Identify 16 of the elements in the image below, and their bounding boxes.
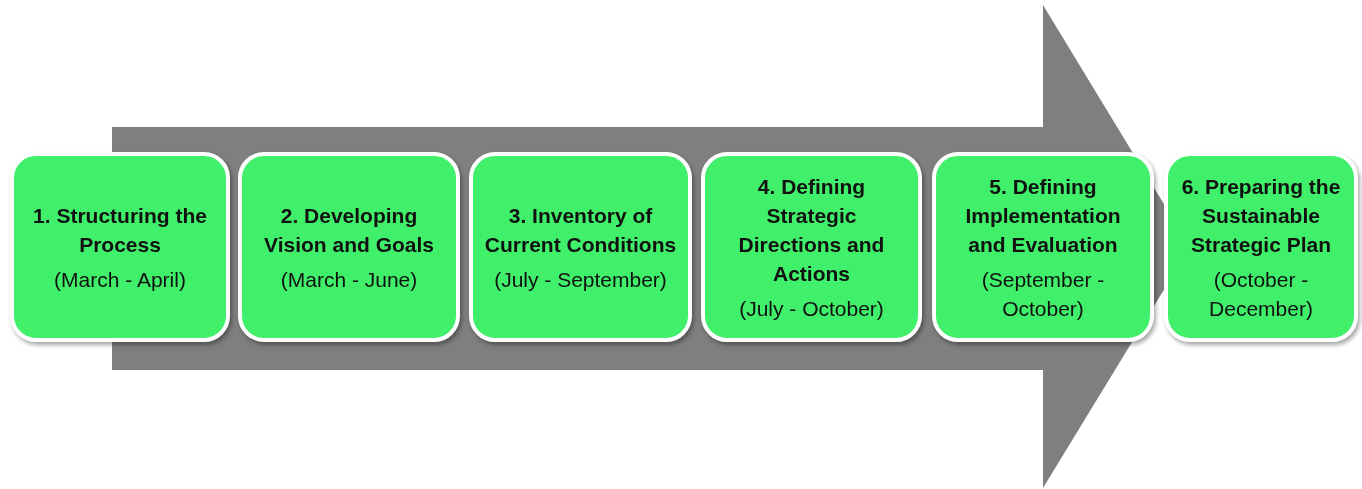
step-box <box>469 152 692 342</box>
step-dates: (March - June) <box>280 266 418 293</box>
step-title: 5. Defining Implementation and Evaluation <box>964 173 1122 258</box>
step-dates: (July - September) <box>494 266 667 293</box>
step-box <box>701 152 922 342</box>
step-dates: (October - December) <box>1208 266 1314 322</box>
step-title: 3. Inventory of Current Conditions <box>483 202 678 258</box>
step-title: 1. Structuring the Process <box>32 202 208 258</box>
step-title: 4. Defining Strategic Directions and Actions <box>737 173 886 287</box>
step-title: 6. Preparing the Sustainable Strategic Plan <box>1180 173 1342 258</box>
step-title: 2. Developing Vision and Goals <box>263 202 435 258</box>
step-box <box>238 152 460 342</box>
step-box <box>932 152 1154 342</box>
step-dates: (March - April) <box>54 266 186 293</box>
step-dates: (July - October) <box>739 295 884 322</box>
step-dates: (September - October) <box>980 266 1106 322</box>
